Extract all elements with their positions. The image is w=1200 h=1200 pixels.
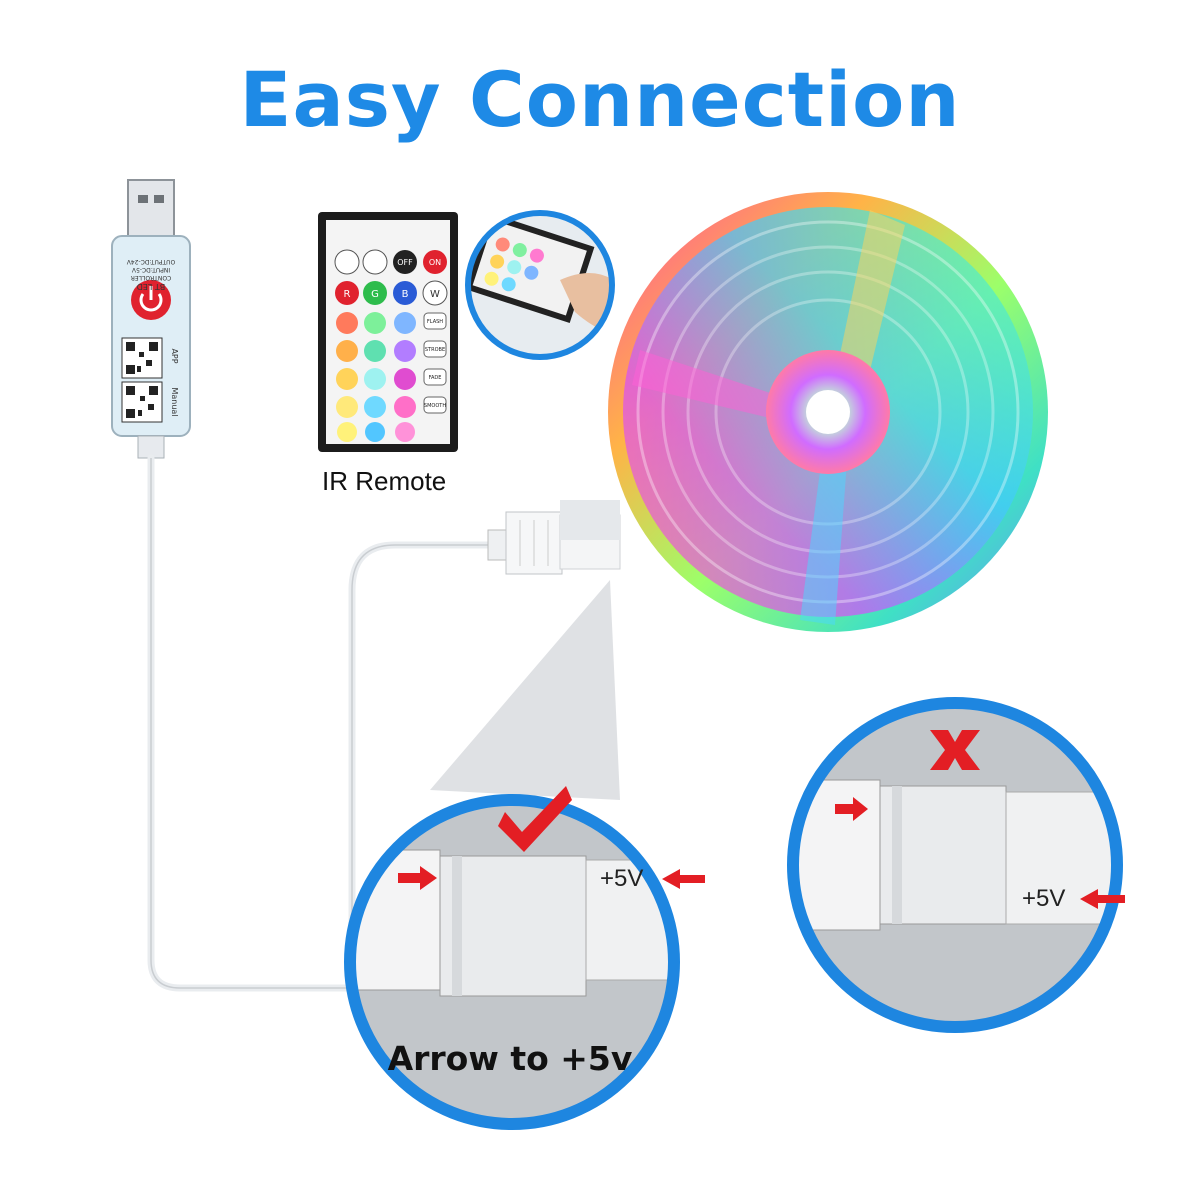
checkmark-icon xyxy=(498,786,572,852)
controller-label-1: BT LED xyxy=(137,282,166,291)
manual-label: Manual xyxy=(170,387,179,416)
brightness-up-icon xyxy=(334,249,360,275)
cable-connector xyxy=(487,529,509,561)
bad-voltage-label: +5V xyxy=(1022,885,1065,912)
remote-color-grid xyxy=(336,312,416,442)
controller-spec-1: INPUT:DC-5V xyxy=(131,266,170,273)
page-title: Easy Connection xyxy=(239,55,961,144)
usb-controller: BT LED CONTROLLER INPUT:DC-5V OUTPUT:DC-… xyxy=(111,179,191,459)
ok-voltage-label: +5V xyxy=(600,865,643,892)
remote-r: R xyxy=(344,289,351,300)
ok-right-arrow-icon xyxy=(662,869,705,889)
bad-left-arrow-icon xyxy=(835,797,868,821)
ok-connector xyxy=(439,855,587,997)
remote-b: B xyxy=(402,289,409,300)
brightness-down-icon xyxy=(362,249,388,275)
correct-connection-circle: +5V Arrow to +5v xyxy=(344,786,705,1130)
ir-remote: OFF ON R G B W FLASH STROBE FADE SMOOTH xyxy=(318,212,458,452)
remote-g: G xyxy=(371,289,379,300)
remote-on: ON xyxy=(429,258,441,267)
zoom-pointer xyxy=(430,580,620,800)
controller-label-2: CONTROLLER xyxy=(131,274,172,281)
bad-right-arrow-icon xyxy=(1080,889,1125,909)
ir-remote-caption: IR Remote xyxy=(322,466,447,496)
x-mark-icon xyxy=(930,730,980,770)
usb-plug xyxy=(127,179,175,239)
controller-spec-2: OUTPUT:DC-24V xyxy=(126,258,175,265)
incorrect-connection-circle: +5V xyxy=(787,697,1125,1033)
ok-caption: Arrow to +5v xyxy=(388,1039,633,1078)
remote-in-hand-thumbnail xyxy=(465,210,615,360)
remote-flash: FLASH xyxy=(427,319,443,325)
app-label: APP xyxy=(170,348,179,363)
remote-fade: FADE xyxy=(429,375,442,381)
led-strip-reel xyxy=(560,192,1048,632)
remote-strobe: STROBE xyxy=(425,347,445,353)
ok-left-arrow-icon xyxy=(398,866,437,890)
remote-off: OFF xyxy=(397,258,413,267)
remote-w: W xyxy=(430,289,440,300)
remote-smooth: SMOOTH xyxy=(424,403,446,409)
